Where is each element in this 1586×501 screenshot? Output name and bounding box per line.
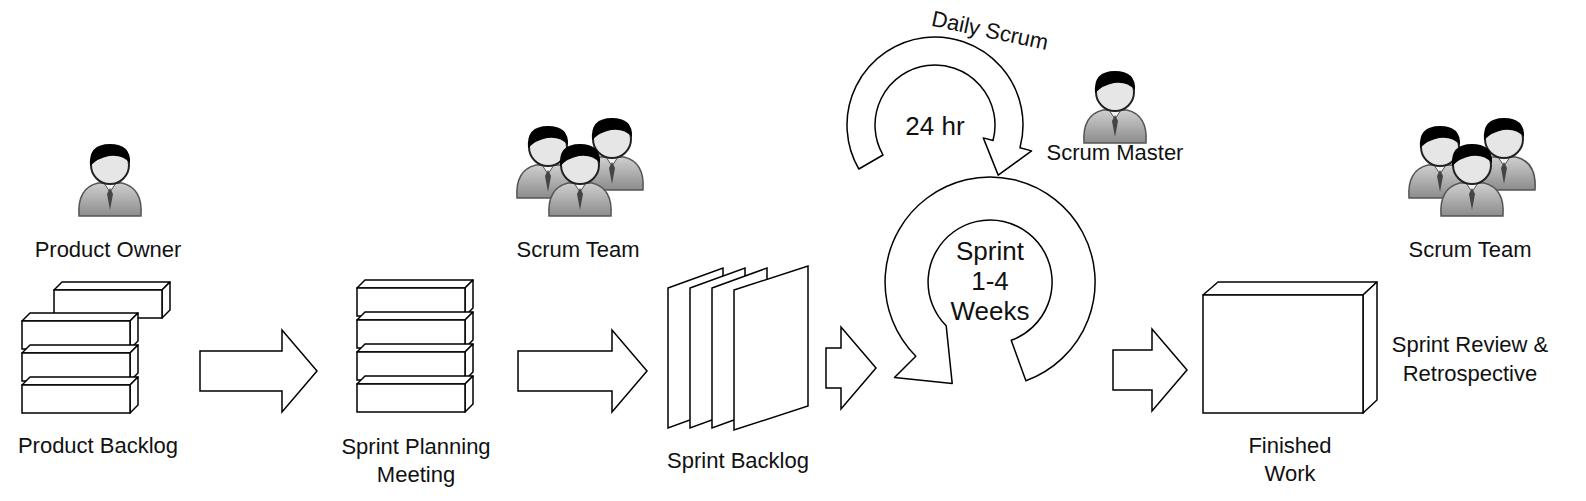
block-arrow bbox=[1113, 329, 1187, 411]
sprint-backlog: Sprint Backlog bbox=[655, 258, 822, 493]
event-label: Sprint Review & Retrospective bbox=[1380, 331, 1560, 388]
planning-block bbox=[357, 312, 473, 348]
node-text: Sprint 1-4 Weeks bbox=[942, 237, 1038, 327]
planning-block bbox=[357, 280, 473, 316]
product-backlog: Product Backlog bbox=[10, 270, 192, 470]
backlog-sheet bbox=[734, 266, 808, 430]
backlog-block bbox=[22, 345, 138, 381]
scrum-master-icon bbox=[1084, 71, 1146, 143]
team-member-icon bbox=[549, 144, 611, 216]
work-box-front bbox=[1203, 295, 1363, 413]
block-arrow bbox=[826, 327, 876, 409]
role-label: Scrum Team bbox=[1370, 236, 1570, 265]
planning-block bbox=[357, 344, 473, 380]
product-owner-icon bbox=[79, 144, 141, 216]
role-label: Scrum Master bbox=[1030, 139, 1200, 168]
work-box-side bbox=[1363, 282, 1377, 413]
team-member-icon bbox=[1441, 144, 1503, 216]
sprint-planning: Sprint Planning Meeting bbox=[325, 270, 510, 495]
planning-block bbox=[357, 376, 473, 412]
daily-scrum-loop: Daily Scrum 24 hr bbox=[842, 0, 1065, 190]
role-label: Product Owner bbox=[8, 236, 208, 265]
node-text: 24 hr bbox=[895, 110, 975, 143]
block-arrow bbox=[518, 330, 647, 412]
role-label: Scrum Team bbox=[478, 236, 678, 265]
backlog-block bbox=[22, 313, 138, 349]
backlog-block bbox=[22, 377, 138, 413]
node-text: Finished Work bbox=[1235, 432, 1345, 487]
daily-loop-arrow bbox=[847, 37, 1032, 175]
node-text: Sprint Backlog bbox=[658, 447, 818, 475]
finished-work: Finished Work bbox=[1195, 274, 1385, 494]
sprint-loop-arrow bbox=[885, 177, 1095, 383]
block-arrow bbox=[200, 330, 317, 412]
work-box-top bbox=[1203, 282, 1377, 295]
node-text: Daily Scrum bbox=[919, 3, 1062, 59]
node-text: Product Backlog bbox=[8, 432, 188, 460]
node-text: Sprint Planning Meeting bbox=[326, 433, 506, 488]
sprint-loop: Sprint 1-4 Weeks bbox=[880, 170, 1105, 405]
